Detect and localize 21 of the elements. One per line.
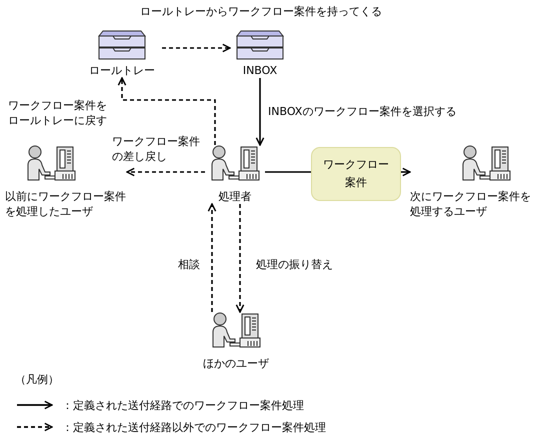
tray-label: ロールトレー [88, 63, 156, 78]
edge-label: 処理の振り替え [256, 257, 333, 272]
connector-line [265, 171, 311, 173]
arrow [401, 168, 411, 176]
arrow [126, 168, 205, 176]
edge-label: 相談 [178, 257, 200, 272]
user-label: 以前にワークフロー案件を処理したユーザ [5, 189, 127, 219]
arrow [256, 78, 264, 146]
edge-label: INBOXのワークフロー案件を選択する [268, 104, 456, 119]
arrow [208, 203, 216, 312]
edge-label: ワークフロー案件をロールトレーに戻す [8, 98, 108, 128]
item-box: ワークフロー案件 [311, 147, 401, 201]
user-label: ほかのユーザ [202, 356, 270, 371]
arrow [236, 204, 244, 313]
arrow [162, 44, 231, 52]
edge-label: ロールトレーからワークフロー案件を持ってくる [140, 4, 382, 19]
tray-label: INBOX [242, 63, 278, 78]
arrow [118, 77, 216, 145]
edge-label: ワークフロー案件の差し戻し [112, 134, 202, 164]
user-label: 次にワークフロー案件を処理するユーザ [410, 189, 532, 219]
user-label: 処理者 [218, 189, 252, 204]
